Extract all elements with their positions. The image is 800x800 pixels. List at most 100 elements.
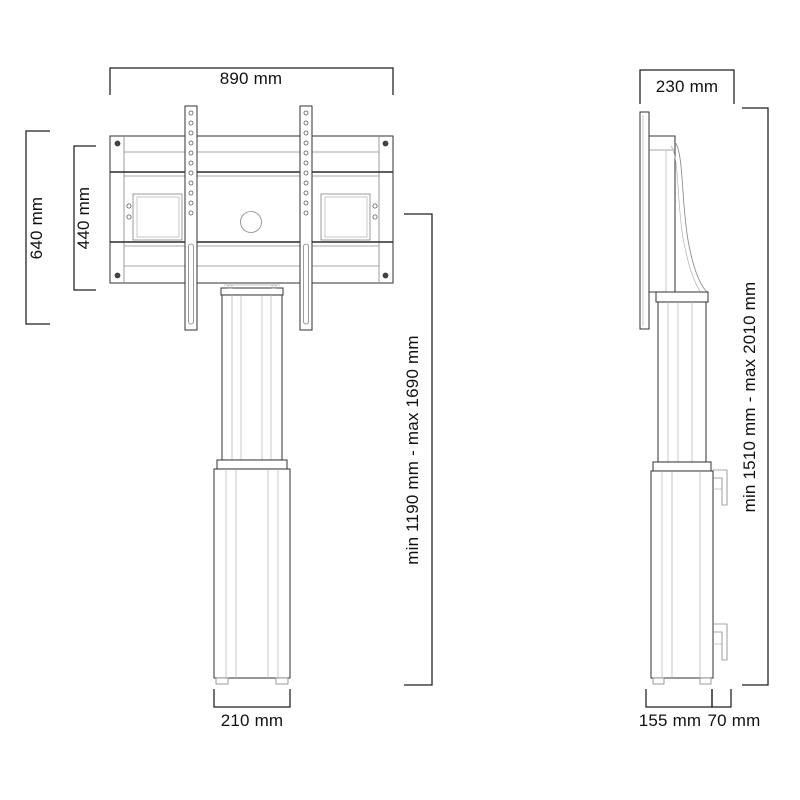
dimension-base-width: 210 mm	[213, 689, 291, 730]
vesa-rail-right-body	[299, 105, 313, 331]
column-stage-lower	[213, 468, 291, 679]
dim-155-bracket	[645, 689, 713, 708]
vesa-hole-r-6	[303, 160, 309, 166]
side-cover-curve-inner	[670, 145, 701, 292]
wall-bracket-lower-profile	[713, 623, 728, 661]
vesa-hole-r-4	[303, 140, 309, 146]
vesa-hole-r-5	[303, 150, 309, 156]
dimension-side-total-height: min 1510 mm - max 2010 mm	[740, 107, 769, 686]
vesa-hole-l-10	[188, 200, 194, 206]
vesa-rail-left-slot	[188, 243, 194, 325]
vesa-hole-l-2	[188, 120, 194, 126]
dimension-front-width: 890 mm	[109, 67, 394, 95]
vesa-rail-right	[299, 105, 313, 331]
vesa-hole-l-7	[188, 170, 194, 176]
right-accessory-plate-inner	[324, 196, 368, 238]
dimension-side-base-depth: 155 mm	[639, 689, 713, 730]
side-foot-left	[652, 677, 665, 685]
dimension-front-column-height: min 1190 mm - max 1690 mm	[403, 213, 433, 686]
left-accessory-hole-bottom	[126, 214, 132, 220]
side-cover-curve-outer	[673, 140, 708, 293]
column-foot-right	[275, 677, 289, 685]
side-column-top-collar	[655, 291, 709, 303]
vesa-hole-l-11	[188, 210, 194, 216]
vesa-hole-r-1	[303, 110, 309, 116]
vesa-hole-r-3	[303, 130, 309, 136]
vesa-hole-l-5	[188, 150, 194, 156]
vesa-hole-l-9	[188, 190, 194, 196]
side-wall-bracket-upper	[713, 469, 728, 506]
dimension-side-bracket-depth: 70 mm	[708, 689, 761, 730]
dim-210-bracket	[213, 689, 291, 708]
dim-890-bracket	[109, 67, 394, 95]
vesa-hole-r-8	[303, 180, 309, 186]
column-foot-left	[215, 677, 229, 685]
wall-bracket-upper-profile	[713, 469, 728, 506]
side-mount-bracket	[649, 135, 676, 293]
vesa-hole-l-6	[188, 160, 194, 166]
vesa-hole-r-2	[303, 120, 309, 126]
corner-screw-bottom-left	[114, 272, 121, 279]
left-accessory-hole-top	[126, 203, 132, 209]
vesa-hole-l-8	[188, 180, 194, 186]
right-accessory-plate	[320, 193, 371, 241]
dim-440-bracket	[73, 145, 96, 291]
front-mounting-plate	[109, 135, 394, 284]
side-bracket-outline	[649, 135, 676, 293]
column-top-cap	[220, 287, 284, 296]
right-accessory-hole-bottom	[372, 214, 378, 220]
dim-210-label: 210 mm	[221, 711, 284, 730]
side-view	[639, 111, 728, 685]
cable-port-circle	[240, 211, 262, 233]
dim-1190-1690-label: min 1190 mm - max 1690 mm	[403, 335, 422, 565]
corner-screw-top-right	[382, 140, 389, 147]
corner-screw-bottom-right	[382, 272, 389, 279]
dim-70-label: 70 mm	[708, 711, 761, 730]
dim-1190-1690-bracket	[404, 213, 433, 686]
side-cover-profile	[670, 140, 708, 293]
dim-1510-2010-bracket	[742, 107, 769, 686]
vesa-hole-r-7	[303, 170, 309, 176]
side-column-stage-lower	[650, 470, 714, 679]
vesa-hole-l-3	[188, 130, 194, 136]
dimension-plate-outer-height: 640 mm	[25, 130, 50, 325]
dimension-plate-inner-height: 440 mm	[73, 145, 96, 291]
dim-890-label: 890 mm	[220, 69, 283, 88]
corner-screw-top-left	[114, 140, 121, 147]
side-foot-right	[699, 677, 712, 685]
side-column-lower	[650, 470, 714, 679]
side-display-panel	[639, 111, 650, 330]
vesa-rail-right-slot	[303, 243, 309, 325]
dim-155-label: 155 mm	[639, 711, 702, 730]
column-stage-upper	[221, 294, 283, 461]
front-view	[109, 105, 394, 685]
vesa-hole-l-1	[188, 110, 194, 116]
dim-230-bracket	[639, 69, 735, 104]
side-column-mid-collar	[652, 461, 712, 472]
dim-640-label: 640 mm	[27, 197, 46, 260]
dim-440-label: 440 mm	[74, 187, 93, 250]
vesa-hole-r-10	[303, 200, 309, 206]
dim-1510-2010-label: min 1510 mm - max 2010 mm	[740, 282, 759, 513]
column-cap-tab-right	[271, 284, 277, 289]
side-panel-body	[639, 111, 650, 330]
left-accessory-plate-inner	[136, 196, 180, 238]
front-column	[213, 284, 291, 685]
side-wall-bracket-lower	[713, 623, 728, 661]
dim-230-label: 230 mm	[656, 77, 719, 96]
dim-70-bracket	[711, 689, 732, 708]
side-column-upper	[657, 301, 707, 463]
vesa-rail-left-body	[184, 105, 198, 331]
left-accessory-plate	[132, 193, 183, 241]
vesa-rail-left	[184, 105, 198, 331]
vesa-hole-r-9	[303, 190, 309, 196]
column-mid-collar	[216, 459, 288, 470]
dim-640-bracket	[25, 130, 50, 325]
column-cap-tab-left	[227, 284, 233, 289]
vesa-hole-r-11	[303, 210, 309, 216]
right-accessory-hole-top	[372, 203, 378, 209]
dimension-side-depth-top: 230 mm	[639, 69, 735, 104]
side-column-stage-upper	[657, 301, 707, 463]
